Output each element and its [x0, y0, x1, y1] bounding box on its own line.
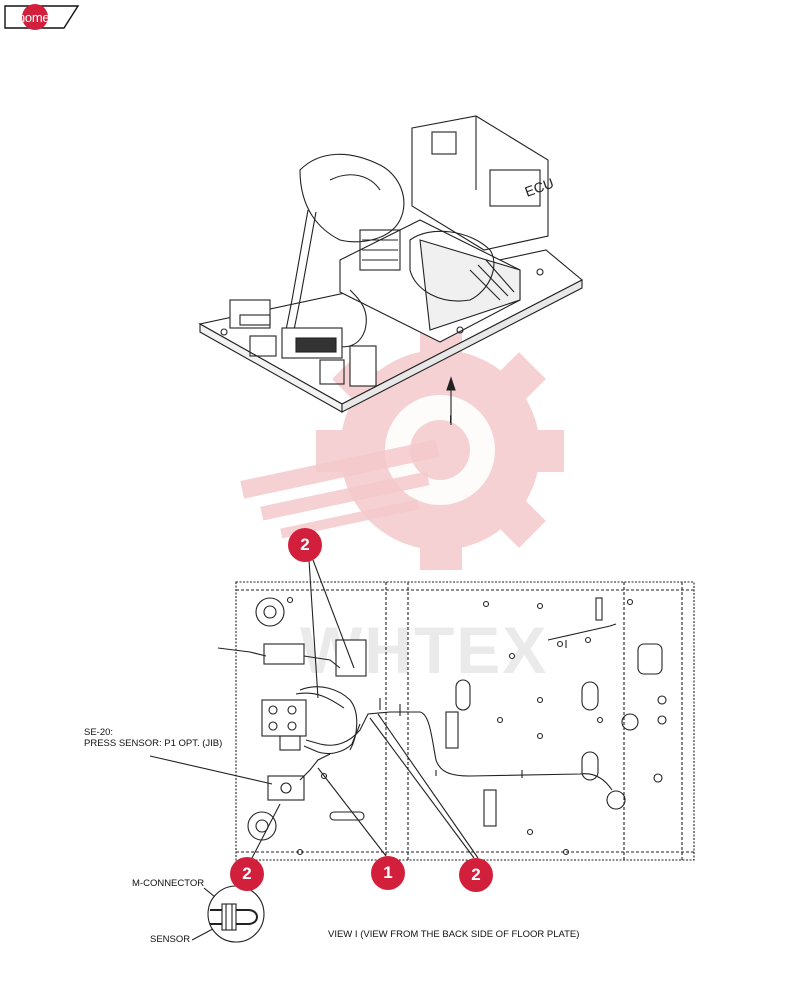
callout-2-top: 2: [288, 528, 322, 562]
home-tab[interactable]: home: [4, 4, 80, 30]
home-tab-outline: [4, 4, 80, 30]
callout-2-left: 2: [230, 857, 264, 891]
view-caption: VIEW I (VIEW FROM THE BACK SIDE OF FLOOR…: [328, 929, 580, 940]
se20-label-line1: SE-20:: [84, 727, 114, 738]
home-label: home: [18, 10, 50, 25]
m-connector-label: M-CONNECTOR: [132, 878, 205, 889]
sensor-label: SENSOR: [150, 934, 191, 945]
se20-label-line2: PRESS SENSOR: P1 OPT. (JIB): [84, 738, 223, 749]
view-marker: I: [449, 414, 452, 426]
callout-1: 1: [371, 856, 405, 890]
callout-2-right: 2: [459, 858, 493, 892]
se20-label: SE-20: PRESS SENSOR: P1 OPT. (JIB): [84, 727, 222, 749]
